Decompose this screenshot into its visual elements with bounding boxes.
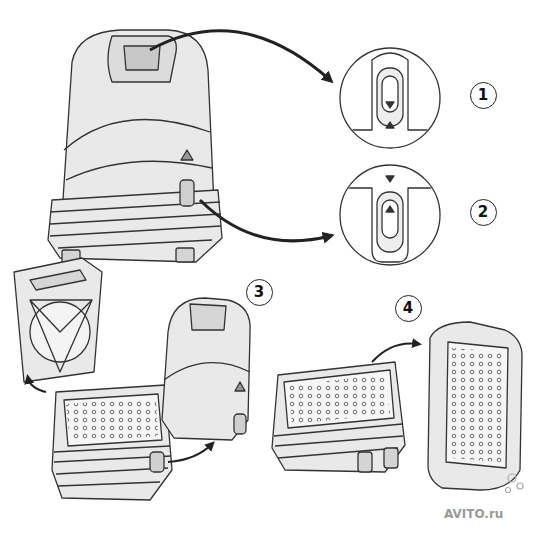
mixer-panel-upright <box>428 322 522 490</box>
callout-number: 4 <box>403 301 413 316</box>
mixer-base <box>52 385 172 500</box>
mixer-base <box>272 362 405 472</box>
callout-number: 3 <box>254 285 264 300</box>
detail-arrow <box>200 200 330 241</box>
watermark: AVITO.ru <box>444 508 503 520</box>
motion-arrow <box>168 444 212 462</box>
latch-detail-open <box>340 165 440 265</box>
latch-detail-closed <box>340 48 440 148</box>
closed-speaker-unit <box>48 30 222 264</box>
motion-arrow <box>28 378 46 392</box>
speaker-lid <box>14 258 102 382</box>
motion-arrow <box>372 343 418 362</box>
callout-circle: 4 <box>395 295 422 322</box>
callout-number: 2 <box>478 205 488 220</box>
speaker-half <box>162 298 250 440</box>
callout-circle: 2 <box>470 199 497 226</box>
detail-arrow <box>150 31 330 80</box>
callout-circle: 1 <box>470 82 497 109</box>
watermark-icon <box>506 474 524 493</box>
callout-number: 1 <box>478 88 488 103</box>
callout-circle: 3 <box>246 279 273 306</box>
